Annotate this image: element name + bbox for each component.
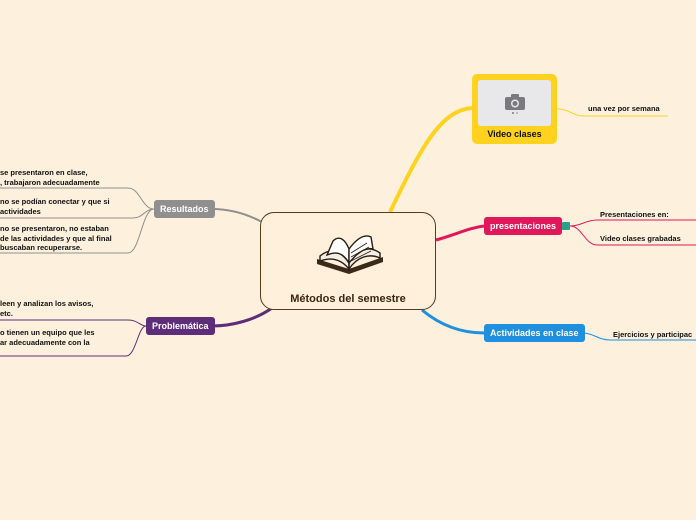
link-prob-leaf-2 — [0, 325, 147, 357]
link-res-leaf-1 — [0, 187, 155, 210]
topic-presentaciones[interactable]: presentaciones — [484, 217, 563, 235]
leaf-una-vez-por-semana[interactable]: una vez por semana — [588, 104, 660, 113]
leaf-line: , trabajaron adecuadamente — [0, 177, 100, 187]
leaf-line: ar adecuadamente con la — [0, 337, 90, 347]
leaf-line: se presentaron en clase, — [0, 168, 88, 177]
topic-problematica[interactable]: Problemática — [146, 317, 215, 335]
leaf-ejercicios[interactable]: Ejercicios y participac — [613, 330, 693, 339]
open-book-icon — [317, 235, 383, 274]
leaf-line: no se presentaron, no estaban — [0, 224, 109, 233]
leaf-video-clases-grabadas[interactable]: Video clases grabadas — [600, 234, 681, 243]
leaf-line: leen y analizan los avisos, — [0, 299, 94, 308]
leaf-line: buscaban recuperarse. — [0, 243, 83, 252]
leaf-problematica-1[interactable]: leen y analizan los avisos, etc. — [0, 299, 93, 318]
topic-actividades-en-clase[interactable]: Actividades en clase — [484, 324, 585, 342]
leaf-line: etc. — [0, 308, 13, 318]
leaf-resultados-3[interactable]: no se presentaron, no estaban de las act… — [0, 224, 112, 253]
link-problematica — [211, 306, 273, 328]
link-res-leaf-3 — [0, 208, 155, 254]
leaf-line: o tienen un equipo que les — [0, 328, 95, 337]
camera-icon — [505, 94, 525, 114]
leaf-resultados-2[interactable]: no se podían conectar y que si actividad… — [0, 197, 110, 216]
leaf-problematica-2[interactable]: o tienen un equipo que les ar adecuadame… — [0, 328, 95, 347]
link-actividades — [421, 308, 485, 335]
leaf-presentaciones-en[interactable]: Presentaciones en: — [600, 210, 669, 219]
video-thumbnail — [478, 80, 551, 126]
link-video — [388, 106, 473, 213]
leaf-line: actividades — [0, 206, 41, 216]
central-title: Métodos del semestre — [290, 293, 406, 305]
link-pres-leaf-2 — [569, 225, 696, 246]
link-pres-leaf-1 — [569, 219, 696, 227]
leaf-resultados-1[interactable]: se presentaron en clase, , trabajaron ad… — [0, 168, 100, 187]
leaf-line: no se podían conectar y que si — [0, 197, 110, 206]
topic-video-clases[interactable]: Video clases — [472, 74, 557, 144]
link-presentaciones — [435, 224, 485, 242]
topic-resultados[interactable]: Resultados — [154, 200, 215, 218]
topic-video-label: Video clases — [487, 129, 542, 139]
link-video-leaf — [556, 108, 668, 117]
link-act-leaf — [581, 332, 696, 341]
link-resultados — [211, 208, 263, 223]
leaf-line: de las actividades y que al final — [0, 233, 112, 243]
attachment-icon[interactable] — [562, 222, 570, 230]
central-node[interactable]: Métodos del semestre — [260, 212, 436, 310]
link-prob-leaf-1 — [0, 319, 147, 327]
